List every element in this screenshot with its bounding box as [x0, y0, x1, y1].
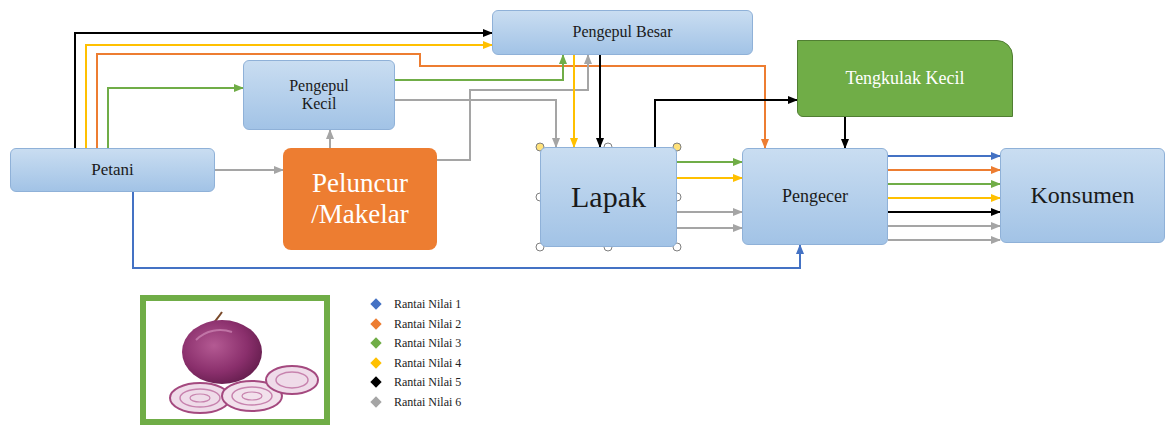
flow-arrow: [573, 55, 575, 147]
node-label: Tengkulak Kecil: [845, 68, 964, 89]
flow-arrow: [655, 100, 797, 147]
legend-entry: Rantai Nilai 1: [372, 296, 461, 312]
legend-label: Rantai Nilai 4: [394, 357, 461, 369]
actor-box: Tengkulak Kecil: [797, 40, 1013, 117]
node-label: Konsumen: [1031, 182, 1135, 210]
legend-swatch: [370, 298, 381, 309]
flow-arrow: [133, 192, 800, 268]
flow-arrow: [395, 55, 563, 80]
node-label: Lapak: [571, 180, 646, 215]
legend-swatch: [370, 337, 381, 348]
flow-arrow: [888, 225, 1000, 227]
legend-entry: Rantai Nilai 2: [372, 316, 461, 332]
legend-swatch: [370, 396, 381, 407]
legend-entry: Rantai Nilai 5: [372, 374, 461, 390]
flow-arrow: [329, 130, 331, 148]
flow-arrow: [86, 45, 492, 148]
flow-arrow: [677, 227, 742, 229]
legend-entry: Rantai Nilai 6: [372, 394, 461, 410]
actor-box: Pengepul Kecil: [243, 60, 395, 130]
legend-swatch: [370, 318, 381, 329]
flow-arrow: [437, 55, 588, 160]
flow-arrow: [677, 161, 742, 163]
actor-box: Konsumen: [1000, 148, 1165, 243]
legend-label: Rantai Nilai 5: [394, 376, 461, 388]
node-label: Petani: [91, 160, 134, 180]
flow-arrow: [888, 197, 1000, 199]
actor-box: Peluncur /Makelar: [283, 148, 437, 250]
flow-arrow: [599, 55, 601, 147]
flow-arrow: [844, 117, 846, 148]
flow-arrow: [888, 239, 1000, 241]
actor-box: Petani: [10, 148, 215, 192]
legend-label: Rantai Nilai 1: [394, 298, 461, 310]
legend-entry: Rantai Nilai 4: [372, 355, 461, 371]
node-label: Pengecer: [782, 186, 848, 207]
flow-arrow: [888, 169, 1000, 171]
flow-arrow: [75, 33, 492, 148]
onion-illustration: [143, 298, 327, 422]
flow-arrow: [108, 88, 243, 148]
flow-arrow: [395, 100, 556, 147]
flow-arrow: [888, 211, 1000, 213]
actor-box: Pengepul Besar: [492, 10, 753, 55]
flow-arrow: [677, 177, 742, 179]
actor-box: Lapak: [540, 147, 677, 247]
node-label: Pengepul Besar: [573, 23, 673, 41]
legend-label: Rantai Nilai 2: [394, 318, 461, 330]
actor-box: Pengecer: [742, 148, 888, 245]
legend-swatch: [370, 357, 381, 368]
flow-arrow: [888, 155, 1000, 157]
legend-entry: Rantai Nilai 3: [372, 335, 461, 351]
node-label: Peluncur /Makelar: [295, 168, 425, 230]
flow-arrow: [677, 211, 742, 213]
legend-swatch: [370, 376, 381, 387]
legend-label: Rantai Nilai 3: [394, 337, 461, 349]
selection-handles: [536, 143, 681, 251]
flow-arrow: [888, 183, 1000, 185]
legend-label: Rantai Nilai 6: [394, 396, 461, 408]
flow-arrow: [215, 169, 283, 171]
node-label: Pengepul Kecil: [279, 77, 359, 114]
